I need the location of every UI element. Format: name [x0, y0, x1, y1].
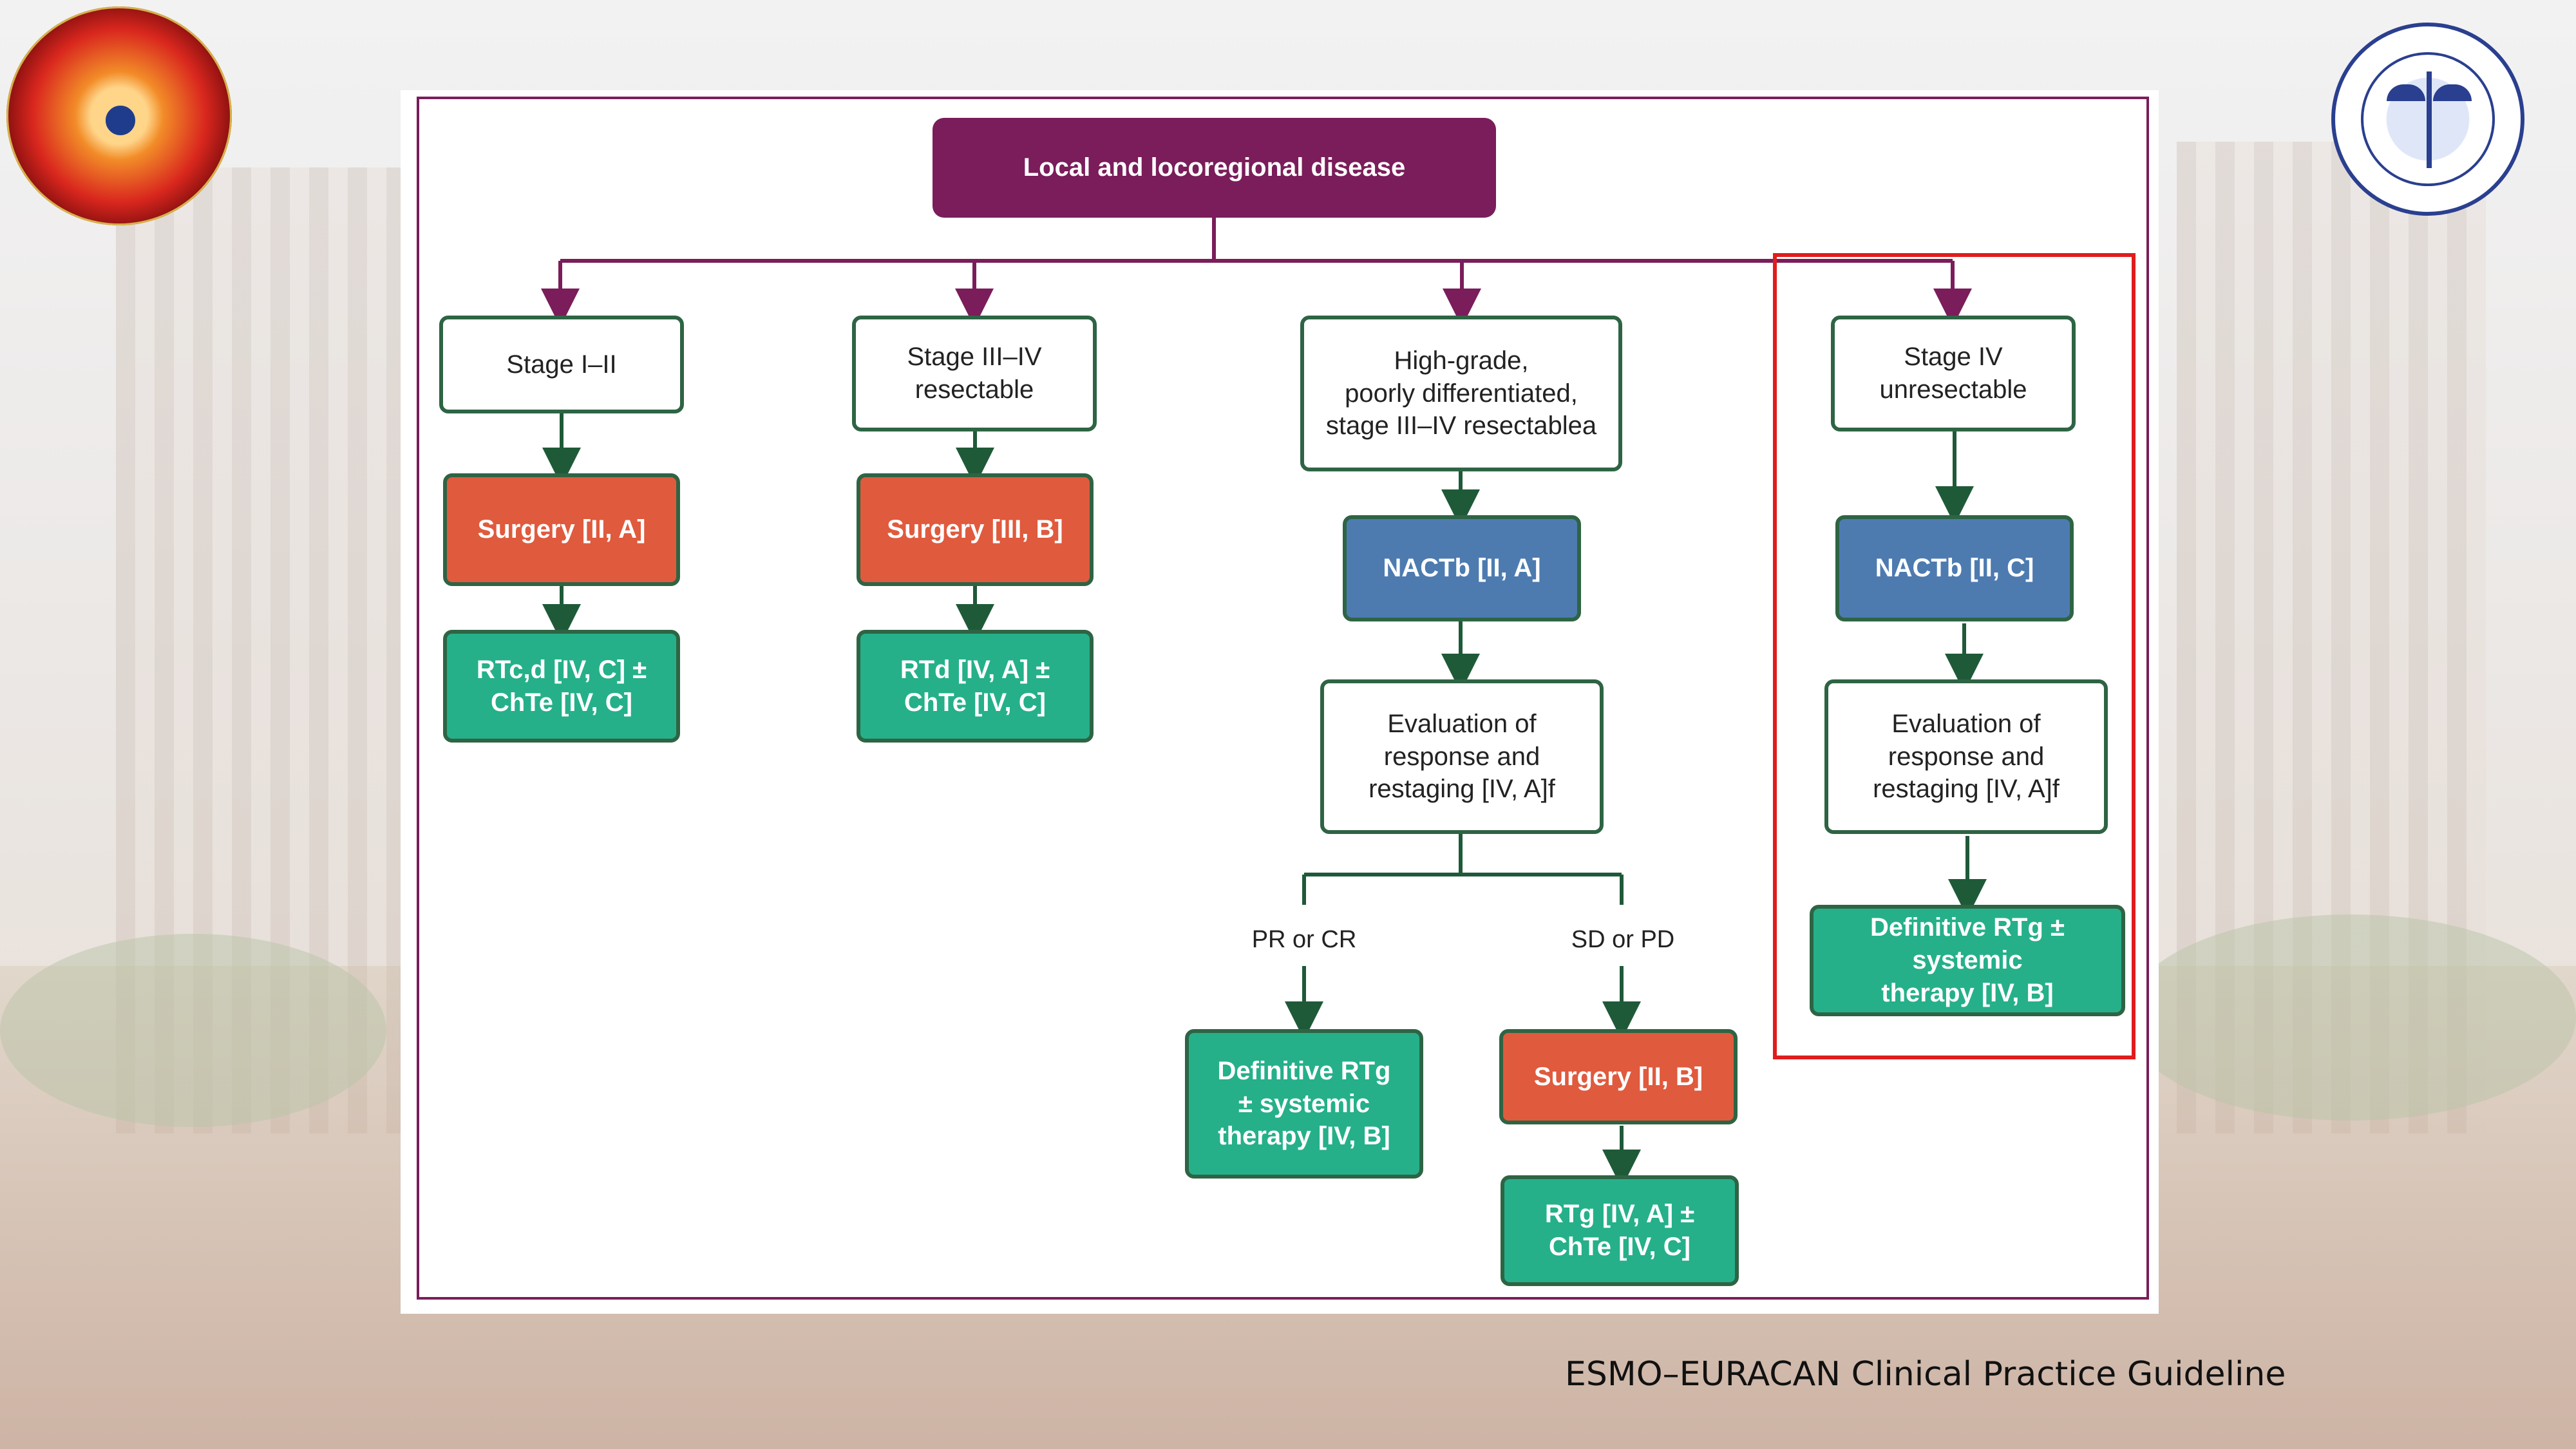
stage-1-2-node: Stage I–II — [439, 316, 684, 413]
evaluation-node-col4: Evaluation of response and restaging [IV… — [1824, 679, 2108, 834]
branch-label-pr-cr: PR or CR — [1251, 926, 1357, 953]
nact-node-col3: NACTb [II, A] — [1343, 515, 1581, 621]
surgery-node-col3: Surgery [II, B] — [1499, 1029, 1738, 1124]
highlight-box — [1773, 253, 2136, 1059]
definitive-rt-node-col3: Definitive RTg ± systemic therapy [IV, B… — [1185, 1029, 1423, 1179]
background-tree — [2125, 914, 2576, 1121]
high-grade-resectable-node: High-grade, poorly differentiated, stage… — [1300, 316, 1622, 471]
surgery-node-col1: Surgery [II, A] — [443, 473, 680, 586]
slide-footer: ESMO–EURACAN Clinical Practice Guideline — [1565, 1355, 2286, 1394]
rt-chemo-node-col1: RTc,d [IV, C] ± ChTe [IV, C] — [443, 630, 680, 743]
caduceus-icon — [2427, 71, 2432, 168]
nact-node-col4: NACTb [II, C] — [1835, 515, 2074, 621]
evaluation-node-col3: Evaluation of response and restaging [IV… — [1320, 679, 1604, 834]
definitive-rt-node-col4: Definitive RTg ± systemic therapy [IV, B… — [1810, 905, 2125, 1016]
surgery-node-col2: Surgery [III, B] — [857, 473, 1094, 586]
stage-4-unresectable-node: Stage IV unresectable — [1831, 316, 2076, 431]
background-tree — [0, 934, 386, 1127]
aroi-logo — [6, 6, 232, 225]
aroi-logo-emblem — [103, 103, 138, 138]
branch-label-sd-pd: SD or PD — [1571, 926, 1675, 953]
rt-chemo-node-col2: RTd [IV, A] ± ChTe [IV, C] — [857, 630, 1094, 743]
root-node: Local and locoregional disease — [933, 118, 1496, 218]
aiims-logo — [2331, 23, 2524, 216]
stage-3-4-resectable-node: Stage III–IV resectable — [852, 316, 1097, 431]
rt-chemo-node-col3: RTg [IV, A] ± ChTe [IV, C] — [1501, 1175, 1739, 1286]
flowchart-frame — [417, 97, 2149, 1300]
